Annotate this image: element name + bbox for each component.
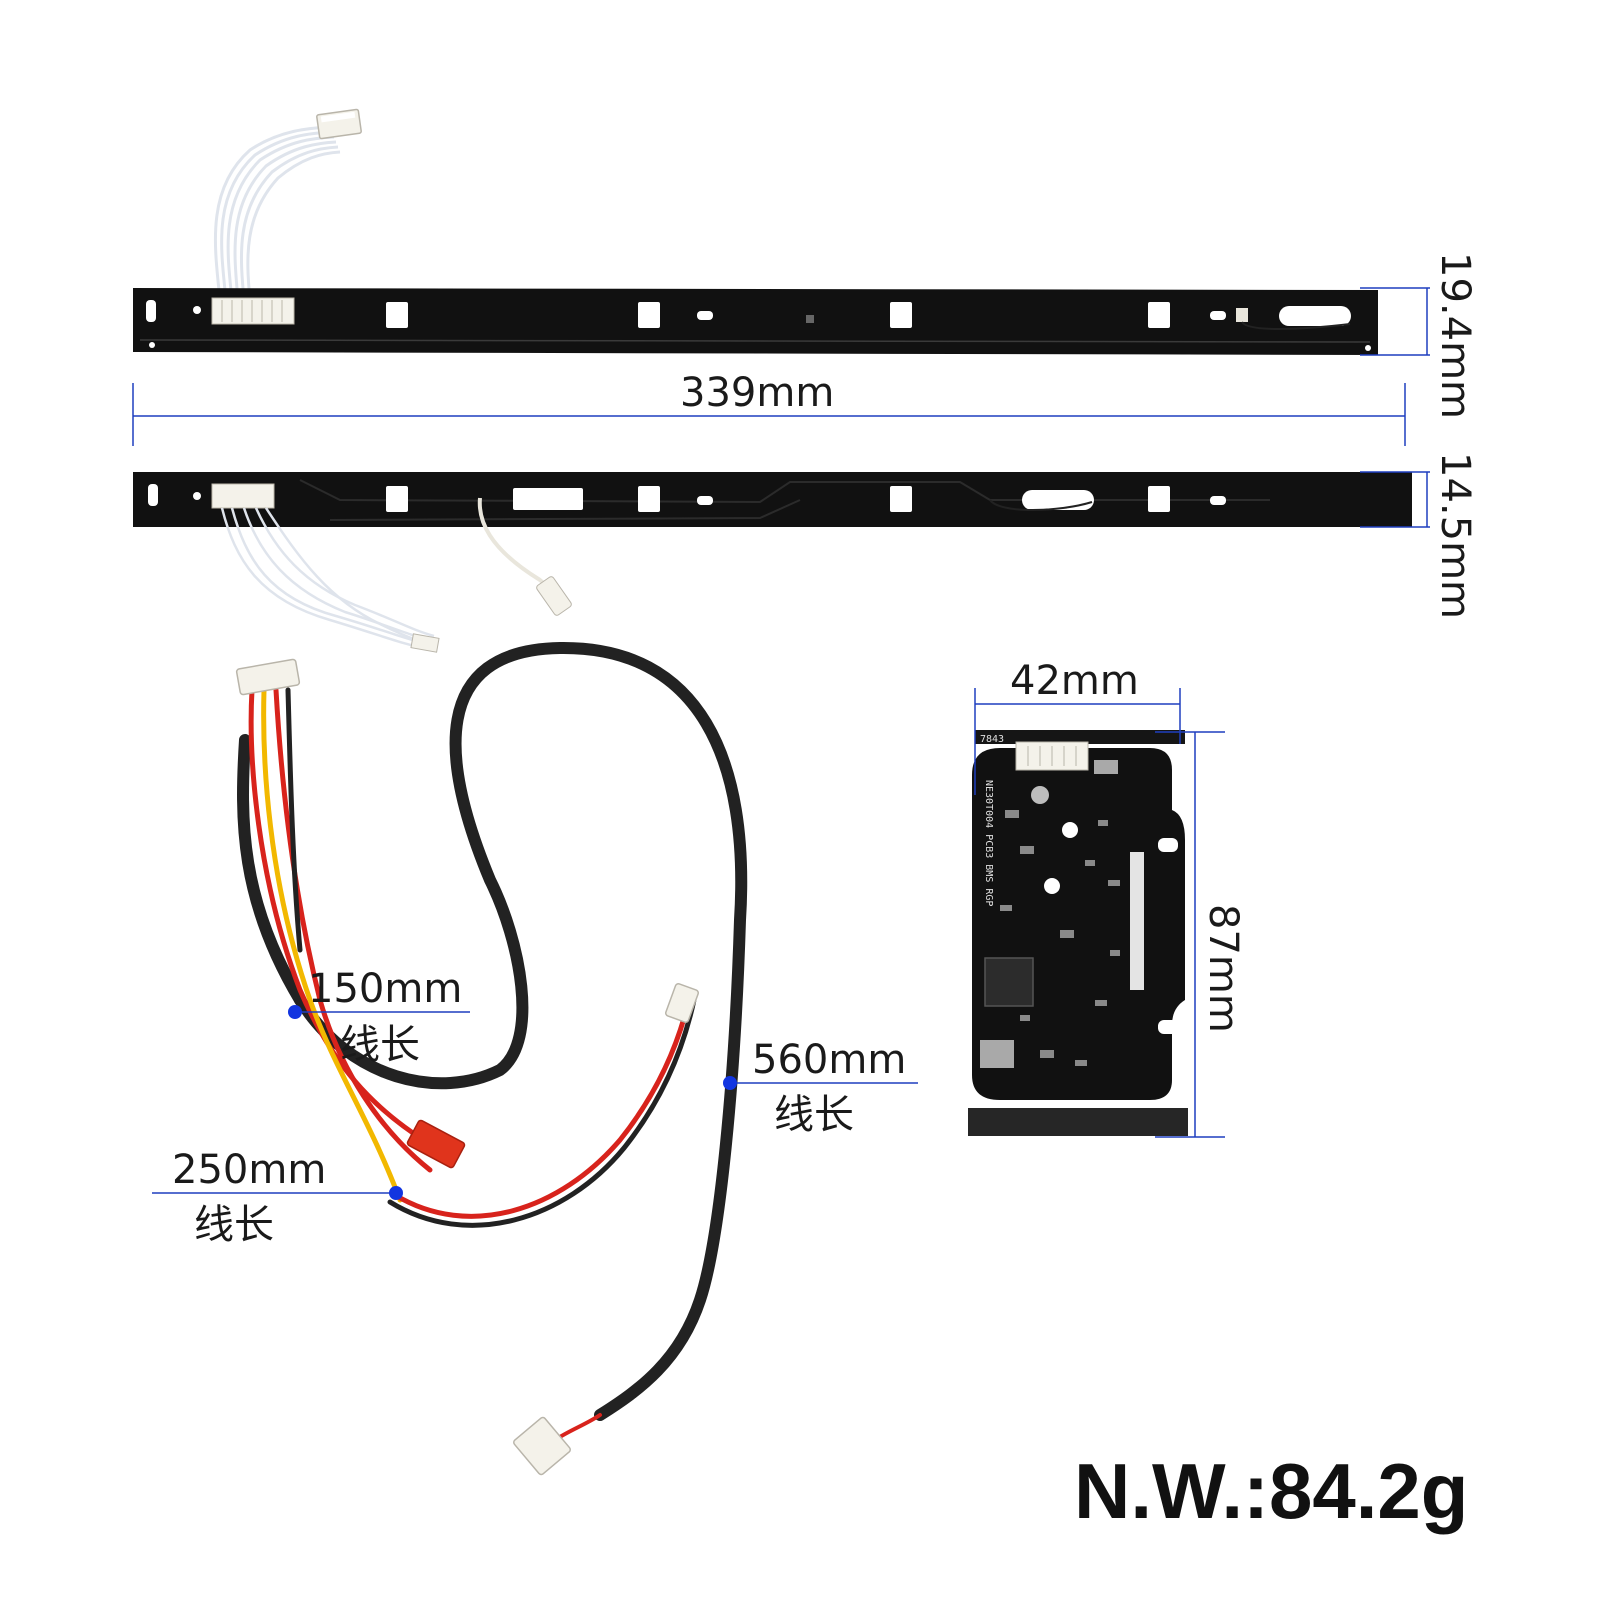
long-black-cable xyxy=(294,641,748,1421)
strip-bottom-width-label: 14.5mm xyxy=(1432,452,1478,619)
wire-250-length: 250mm xyxy=(172,1147,326,1193)
top-strip-holes xyxy=(146,300,1371,351)
strip-length-label: 339mm xyxy=(680,370,834,416)
top-balance-strip xyxy=(133,108,1378,355)
wire-560-caption: 线长 xyxy=(774,1092,854,1138)
red-power-plug xyxy=(406,1119,466,1169)
top-strip-thermistor xyxy=(1236,308,1248,322)
bms-board: 7843 NE30T004 PCB3 BMS RGP xyxy=(968,730,1188,1136)
board-height-label: 87mm xyxy=(1200,904,1246,1033)
wire-560-length: 560mm xyxy=(752,1037,906,1083)
bms-board-mount-hole xyxy=(1062,822,1078,838)
harness-top-connector xyxy=(235,658,301,696)
net-weight-label: N.W.:84.2g xyxy=(1074,1447,1468,1535)
bms-board-bracket xyxy=(968,1108,1188,1136)
board-width-label: 42mm xyxy=(1010,658,1139,704)
top-strip-header xyxy=(211,297,295,325)
white-two-pin-plug xyxy=(665,983,699,1023)
wire-length-markers xyxy=(152,1005,918,1200)
bottom-balance-strip xyxy=(133,472,1412,653)
yellow-wire xyxy=(261,687,403,1203)
top-strip-board xyxy=(133,288,1378,355)
wire-150-caption: 线长 xyxy=(340,1022,420,1068)
wire-250-caption: 线长 xyxy=(194,1202,274,1248)
bottom-strip-ribbon-cable xyxy=(220,507,435,650)
strip-dimension-lines xyxy=(132,287,1430,528)
bms-board-chip xyxy=(984,957,1034,1007)
wiring-harness xyxy=(237,641,748,1442)
top-strip-ribbon-cable xyxy=(213,125,341,301)
bottom-strip-board xyxy=(133,472,1412,527)
long-cable-end-plug xyxy=(513,1416,571,1476)
top-strip-wire-connector xyxy=(316,108,362,140)
bms-board-pcb xyxy=(972,748,1185,1100)
bottom-strip-header xyxy=(211,483,275,509)
bms-board-balance-pads xyxy=(1130,852,1144,990)
bms-dimension-lines xyxy=(974,688,1225,1138)
bms-board-button xyxy=(1031,786,1049,804)
harness-connectors xyxy=(235,658,699,1476)
bms-board-model: NE30T004 PCB3 BMS RGP xyxy=(983,780,994,906)
bottom-strip-holes xyxy=(148,484,1226,512)
red-wire xyxy=(248,687,443,1153)
strip-top-width-label: 19.4mm xyxy=(1432,252,1478,419)
bms-board-code: 7843 xyxy=(980,734,1004,745)
bottom-strip-thermistor-plug xyxy=(536,576,572,616)
wire-150-length: 150mm xyxy=(308,966,462,1012)
